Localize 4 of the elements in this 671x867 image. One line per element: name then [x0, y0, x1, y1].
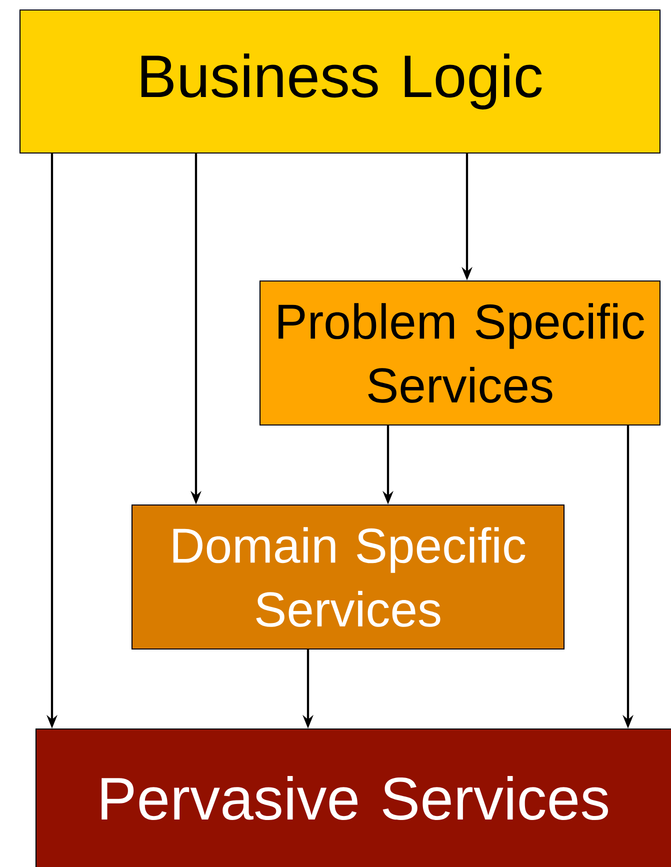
service-box: Problem Specific Services: [259, 280, 661, 426]
service-box: Business Logic: [19, 9, 661, 154]
service-box: Pervasive Services: [35, 728, 671, 867]
service-box: Domain Specific Services: [131, 504, 565, 650]
